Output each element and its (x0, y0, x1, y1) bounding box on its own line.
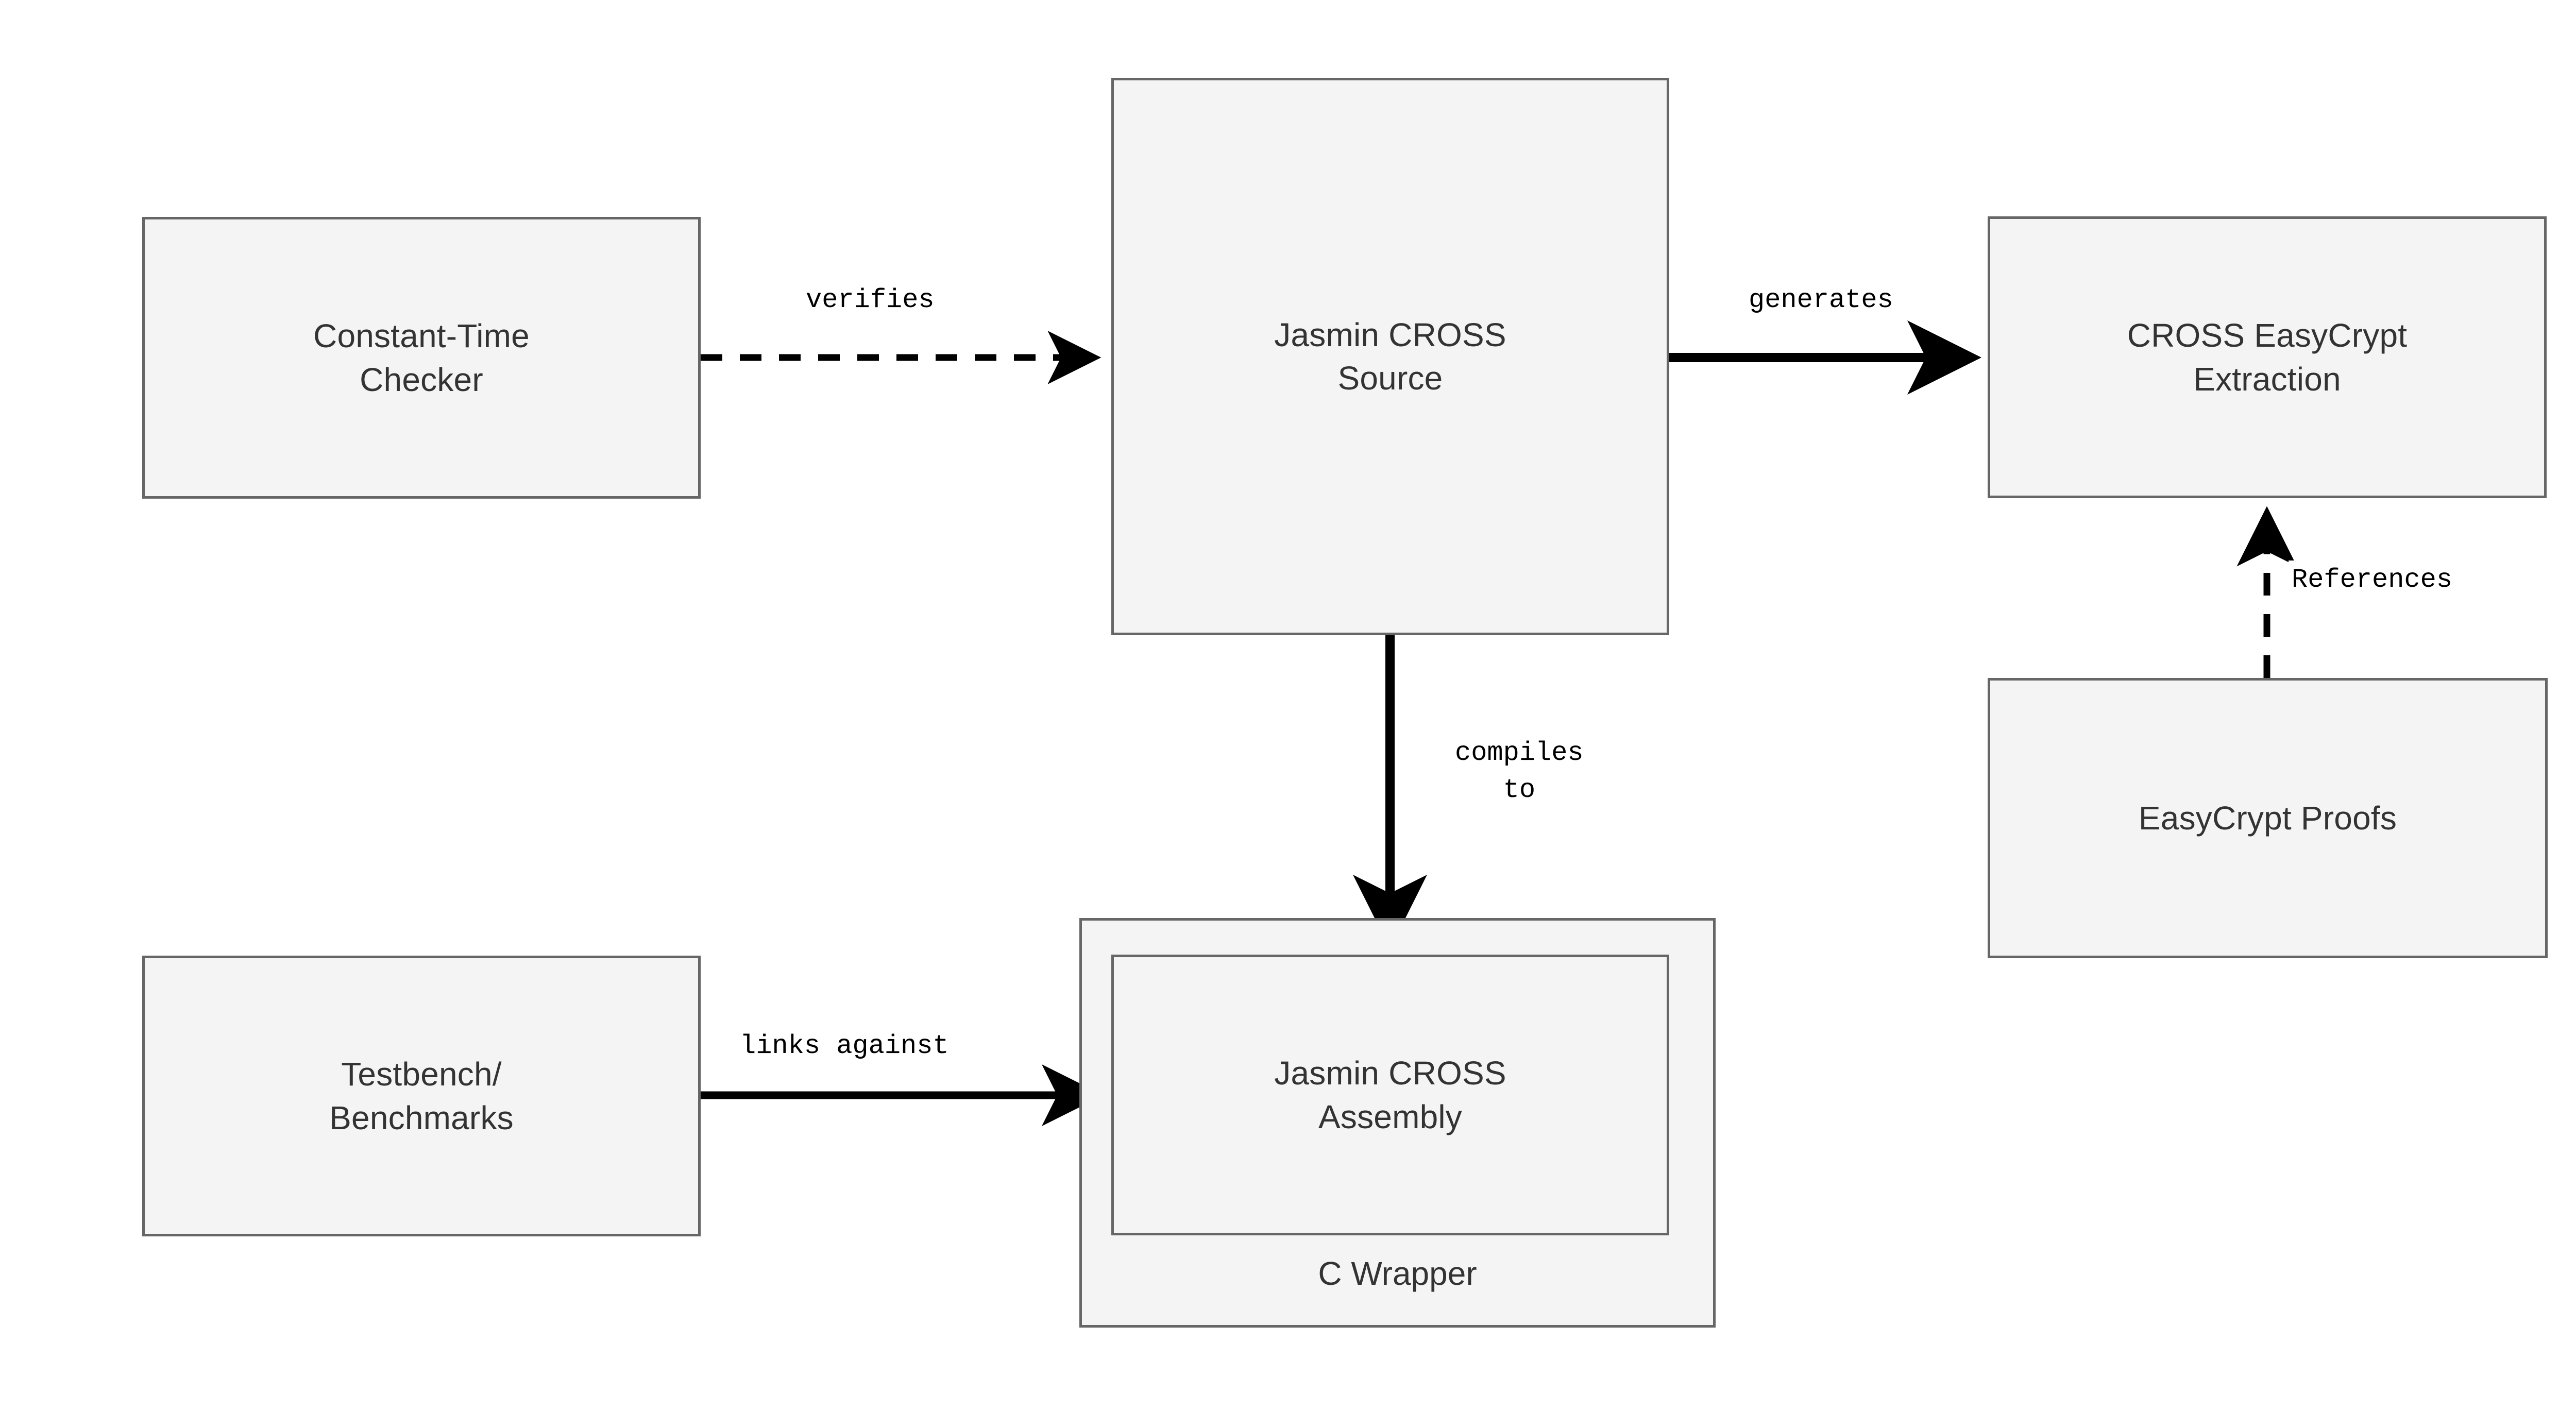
node-constant-time-checker[interactable]: Constant-Time Checker (142, 217, 701, 499)
node-constant-time-checker-label: Constant-Time Checker (313, 317, 530, 398)
edge-label-links-against: links against (737, 1027, 952, 1066)
edge-label-generates: generates (1745, 281, 1896, 320)
edge-label-verifies: verifies (803, 281, 938, 320)
node-jasmin-cross-source[interactable]: Jasmin CROSS Source (1111, 78, 1669, 635)
container-c-wrapper-label: C Wrapper (1318, 1255, 1477, 1292)
node-easycrypt-proofs-label: EasyCrypt Proofs (2138, 799, 2397, 837)
edge-label-compiles-to: compiles to (1452, 734, 1587, 810)
node-testbench-benchmarks[interactable]: Testbench/ Benchmarks (142, 956, 701, 1236)
edge-label-references: References (2289, 560, 2456, 600)
node-testbench-benchmarks-label: Testbench/ Benchmarks (329, 1056, 514, 1136)
node-easycrypt-proofs[interactable]: EasyCrypt Proofs (1988, 678, 2548, 958)
node-jasmin-cross-assembly-label: Jasmin CROSS Assembly (1274, 1055, 1506, 1135)
node-jasmin-cross-source-label: Jasmin CROSS Source (1274, 316, 1506, 397)
node-cross-easycrypt-extraction-label: CROSS EasyCrypt Extraction (2127, 317, 2408, 398)
node-jasmin-cross-assembly[interactable]: Jasmin CROSS Assembly (1111, 955, 1669, 1235)
node-cross-easycrypt-extraction[interactable]: CROSS EasyCrypt Extraction (1988, 216, 2547, 498)
